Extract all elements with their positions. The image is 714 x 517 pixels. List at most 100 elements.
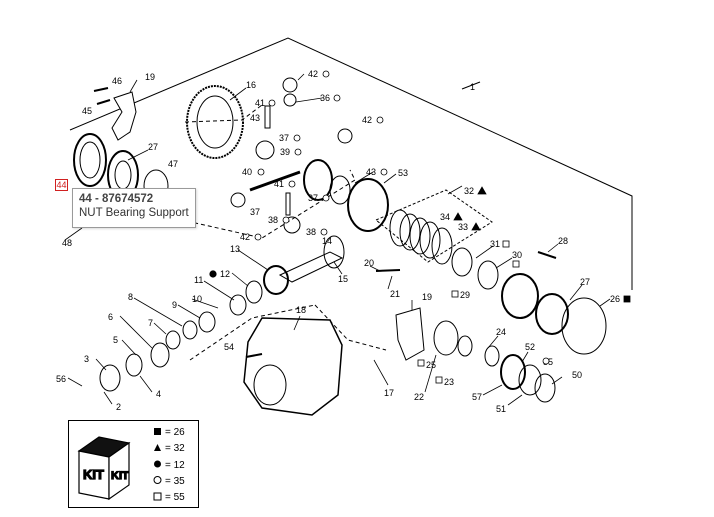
selected-callout-hotspot[interactable]: 44 [55, 179, 68, 191]
callout-1[interactable]: 1 [470, 82, 475, 92]
bearing-13 [263, 265, 289, 295]
callout-27[interactable]: 27 [148, 142, 158, 152]
callout-14[interactable]: 14 [322, 236, 332, 246]
seal-27b [535, 293, 569, 335]
callout-54[interactable]: 54 [224, 342, 234, 352]
bracket-19b [395, 307, 425, 361]
open-circle-marker [288, 180, 296, 188]
callout-19[interactable]: 19 [145, 72, 155, 82]
callout-48[interactable]: 48 [62, 238, 72, 248]
callout-52[interactable]: 52 [525, 342, 535, 352]
callout-51[interactable]: 51 [496, 404, 506, 414]
callout-3[interactable]: 3 [84, 354, 89, 364]
callout-10[interactable]: 10 [192, 294, 202, 304]
diff-carrier-53 [347, 178, 389, 232]
callout-23[interactable]: 23 [444, 377, 454, 387]
callout-29[interactable]: 29 [460, 290, 470, 300]
hub-57 [500, 354, 526, 390]
kit-legend-rows: = 26 = 32 = 12 = 35 = 55 [153, 427, 185, 503]
callout-30[interactable]: 30 [512, 250, 522, 260]
callout-11[interactable]: 11 [194, 275, 203, 285]
callout-38b[interactable]: 38 [306, 227, 316, 237]
filled-triangle-marker [471, 222, 481, 231]
callout-12[interactable]: 12 [220, 269, 230, 279]
callout-53[interactable]: 53 [398, 168, 408, 178]
filled-circle-marker [209, 270, 217, 278]
callout-37[interactable]: 37 [279, 133, 289, 143]
open-circle-marker [320, 228, 328, 236]
callout-40[interactable]: 40 [242, 167, 252, 177]
leader-lines [64, 73, 611, 406]
callout-9[interactable]: 9 [172, 300, 177, 310]
tooltip-description: NUT Bearing Support [79, 207, 189, 219]
callout-47[interactable]: 47 [168, 159, 178, 169]
part-tooltip: 44 - 87674572 NUT Bearing Support [72, 188, 196, 228]
callout-16[interactable]: 16 [246, 80, 256, 90]
callout-8[interactable]: 8 [128, 292, 133, 302]
parts [73, 77, 607, 416]
callout-25[interactable]: 25 [426, 360, 436, 370]
callout-41[interactable]: 41 [255, 98, 265, 108]
callout-39[interactable]: 39 [280, 147, 290, 157]
callout-15[interactable]: 15 [338, 274, 348, 284]
callout-4[interactable]: 4 [156, 389, 161, 399]
ring-31 [451, 247, 473, 277]
callout-6[interactable]: 6 [108, 312, 113, 322]
callout-5[interactable]: 5 [113, 335, 118, 345]
callout-42[interactable]: 42 [308, 69, 318, 79]
ring-23 [457, 335, 473, 357]
callout-37c[interactable]: 37 [250, 207, 260, 217]
open-square-icon [153, 492, 162, 501]
callout-28[interactable]: 28 [558, 236, 568, 246]
open-circle-marker [254, 233, 262, 241]
callout-2[interactable]: 2 [116, 402, 121, 412]
callout-7[interactable]: 7 [148, 318, 153, 328]
callout-19b[interactable]: 19 [422, 292, 432, 302]
callout-50[interactable]: 50 [572, 370, 582, 380]
ring-6 [150, 342, 170, 368]
open-square-marker [417, 359, 425, 367]
callout-31[interactable]: 31 [490, 239, 500, 249]
callout-24[interactable]: 24 [496, 327, 506, 337]
callout-22[interactable]: 22 [414, 392, 424, 402]
kit-legend-graphic: KIT KIT = 26 = 32 = 12 = 35 = 55 [77, 427, 185, 503]
housing-bore [253, 364, 287, 406]
open-circle-marker [294, 148, 302, 156]
callout-42c[interactable]: 42 [240, 232, 250, 242]
callout-33[interactable]: 33 [458, 222, 468, 232]
tooltip-part-number: 44 - 87674572 [79, 193, 154, 205]
callout-36[interactable]: 36 [320, 93, 330, 103]
callout-32[interactable]: 32 [464, 186, 474, 196]
callout-13[interactable]: 13 [230, 244, 240, 254]
bracket-19 [111, 91, 137, 141]
ring-gear-16 [186, 85, 244, 159]
callout-37b[interactable]: 37 [308, 193, 318, 203]
callout-26[interactable]: 26 [610, 294, 620, 304]
callout-43[interactable]: 43 [250, 113, 260, 123]
diff-case-43 [303, 159, 333, 201]
callout-41b[interactable]: 41 [274, 179, 284, 189]
ring-10 [229, 294, 247, 316]
legend-row-4: = 55 [165, 492, 185, 503]
callout-18[interactable]: 18 [296, 305, 306, 315]
callout-46[interactable]: 46 [112, 76, 122, 86]
filled-square-marker [623, 295, 631, 303]
callout-43b[interactable]: 43 [366, 167, 376, 177]
callout-57[interactable]: 57 [472, 392, 482, 402]
callout-38[interactable]: 38 [268, 215, 278, 225]
callout-17[interactable]: 17 [384, 388, 394, 398]
callout-56[interactable]: 56 [56, 374, 66, 384]
callout-34[interactable]: 34 [440, 212, 450, 222]
bolt-46 [93, 87, 109, 92]
callout-42b[interactable]: 42 [362, 115, 372, 125]
open-square-marker [435, 376, 443, 384]
flange-3 [99, 364, 121, 392]
open-circle-marker [333, 94, 341, 102]
open-circle-icon [153, 476, 162, 484]
kit-markers [209, 70, 631, 384]
legend-row-2: = 12 [165, 460, 185, 471]
callout-45[interactable]: 45 [82, 106, 92, 116]
callout-21[interactable]: 21 [390, 289, 400, 299]
callout-27b[interactable]: 27 [580, 277, 590, 287]
callout-20[interactable]: 20 [364, 258, 374, 268]
